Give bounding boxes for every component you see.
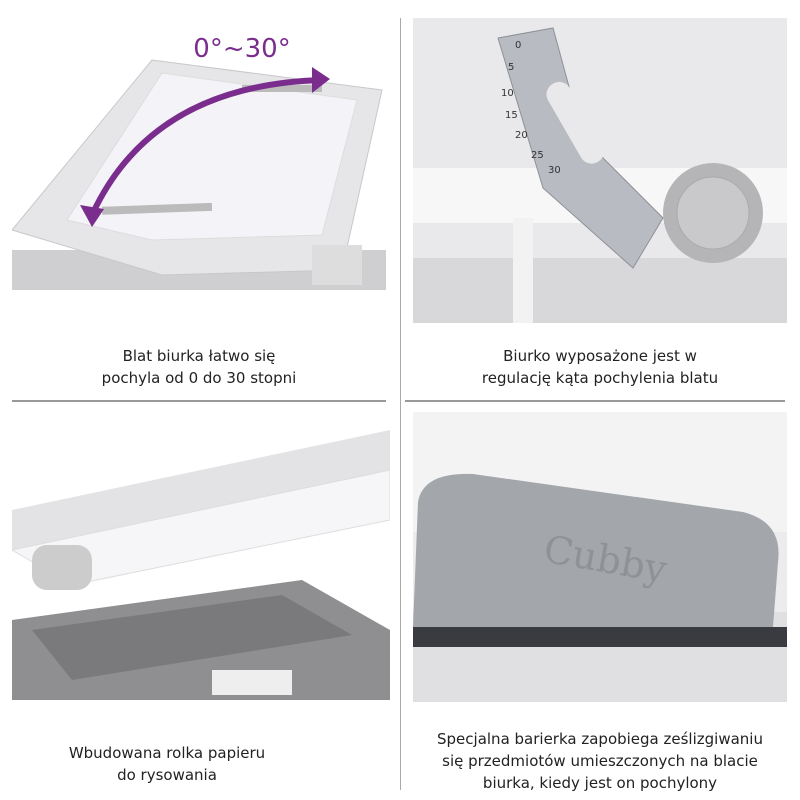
caption-angle: Biurko wyposażone jest w regulację kąta … — [481, 347, 719, 387]
paper-roll-photo — [12, 430, 390, 700]
tilt-arrow — [89, 77, 323, 217]
caption-tilt: Blat biurka łatwo się pochyla od 0 do 30… — [101, 347, 297, 387]
caption-paper-roll: Wbudowana rolka papieru do rysowania — [68, 744, 266, 784]
horizontal-divider-left — [12, 400, 386, 402]
svg-text:15: 15 — [505, 110, 518, 121]
svg-text:25: 25 — [531, 150, 544, 161]
svg-text:0: 0 — [515, 40, 521, 51]
tilt-range-label: 0°~30° — [193, 34, 290, 64]
svg-text:5: 5 — [508, 62, 514, 73]
angle-adjuster-photo: 0 5 10 15 20 25 30 — [413, 18, 787, 323]
barrier-photo: Cubby — [413, 412, 787, 702]
svg-text:20: 20 — [515, 130, 528, 141]
horizontal-divider-right — [405, 400, 785, 402]
svg-text:30: 30 — [548, 165, 561, 176]
tilting-desk-photo: 0°~30° — [12, 15, 386, 290]
caption-barrier: Specjalna barierka zapobiega ześlizgiwan… — [437, 730, 763, 792]
svg-text:10: 10 — [501, 88, 514, 99]
vertical-divider — [400, 18, 401, 790]
